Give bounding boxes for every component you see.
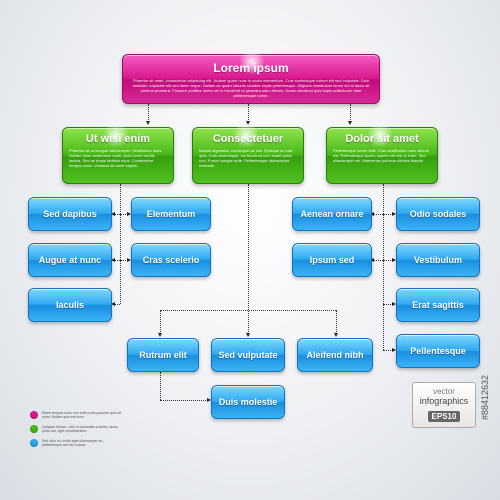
badge-line-2: infographics	[419, 396, 469, 406]
node-sed-dapibus[interactable]: Sed dapibus	[28, 197, 112, 231]
legend-text: Etiam tempus nunc non ante porta posuere…	[42, 411, 121, 419]
legend-text: Sed odio mi, molis eget ullamcorper eu, …	[42, 439, 104, 447]
badge-line-3: EPS10	[427, 411, 461, 422]
node-aleifend-nibh[interactable]: Aleifend nibh	[297, 338, 373, 372]
node-duis-molestie[interactable]: Duis molestie	[211, 385, 285, 419]
legend-text: Quisque dictum, odio in venenatis sodale…	[42, 425, 118, 433]
group-node-consectetuer[interactable]: Consectetuer Mauris dignissim, consequat…	[192, 122, 304, 184]
glare	[367, 122, 393, 148]
node-vestibulum[interactable]: Vestibulum	[396, 243, 480, 277]
watermark: #88412632	[480, 374, 490, 420]
badge-line-1: vector	[433, 387, 455, 396]
group-node-dolor-sit-amet[interactable]: Dolor sit amet Pellentesque lorem velit.…	[326, 122, 438, 184]
node-aenean-ornare[interactable]: Aenean ornare	[292, 197, 372, 231]
glare	[233, 122, 259, 148]
group-node-ut-wisi-enim[interactable]: Ut wisi enim Pharetra sit ut congue ulla…	[62, 122, 174, 184]
glare	[103, 122, 129, 148]
glare	[239, 49, 265, 75]
node-augue-at-nunc[interactable]: Augue at nunc	[28, 243, 112, 277]
top-node-text: Pharetra sit amet, consectetur adipiscin…	[132, 78, 370, 98]
node-pellentesque[interactable]: Pellentesque	[396, 334, 480, 368]
legend-dot-pink	[30, 411, 38, 419]
node-iaculis[interactable]: Iaculis	[28, 288, 112, 322]
legend-dot-blue	[30, 439, 38, 447]
legend-dot-green	[30, 425, 38, 433]
node-cras-scelerio[interactable]: Cras scelerio	[131, 243, 211, 277]
node-sed-vulputate[interactable]: Sed vulputate	[211, 338, 285, 372]
top-node[interactable]: Lorem ipsum Pharetra sit amet, consectet…	[122, 49, 380, 104]
node-erat-sagittis[interactable]: Erat sagittis	[396, 288, 480, 322]
vector-badge: vector infographics EPS10	[412, 382, 476, 428]
group-text: Mauris dignissim, consequat ac nisi. Qui…	[199, 148, 293, 168]
group-text: Pellentesque lorem velit. Cras vestibulu…	[333, 148, 430, 163]
node-odio-sodales[interactable]: Odio sodales	[396, 197, 480, 231]
node-ipsum-sed[interactable]: Ipsum sed	[292, 243, 372, 277]
group-text: Pharetra sit ut congue ullamcorper. Vest…	[69, 148, 163, 168]
node-elementum[interactable]: Elementum	[131, 197, 211, 231]
node-rutrum-elit[interactable]: Rutrum elit	[127, 338, 199, 372]
